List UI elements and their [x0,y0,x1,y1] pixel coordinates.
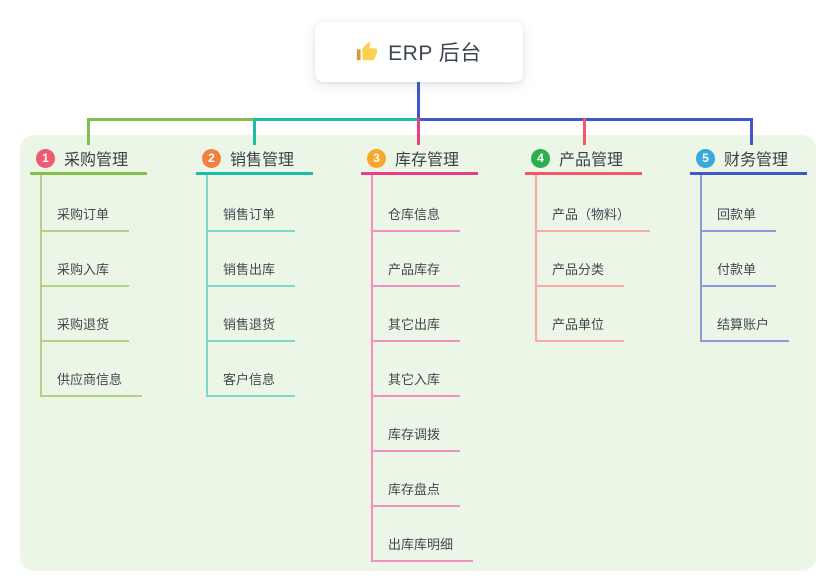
branch-label: 财务管理 [724,152,789,169]
branch-underline [196,172,313,175]
child-node[interactable]: 产品分类 [535,261,625,287]
connector-branch-drop [87,118,90,145]
branch-node-5[interactable]: 5 财务管理 [696,146,788,170]
branch-label: 销售管理 [230,152,295,169]
child-connector-line [700,175,702,342]
branch-badge-icon: 5 [696,148,715,168]
root-title: ERP 后台 [388,42,482,65]
child-node[interactable]: 采购退货 [40,316,130,342]
branch-badge-icon: 1 [36,148,55,168]
child-node[interactable]: 销售退货 [206,316,296,342]
branch-underline [690,172,807,175]
branch-node-3[interactable]: 3 库存管理 [367,146,459,170]
child-node[interactable]: 产品库存 [371,261,461,287]
branch-label: 产品管理 [559,152,624,169]
connector-branch-drop [583,118,586,145]
child-node[interactable]: 出库库明细 [371,536,474,562]
connector-bus-segment [253,118,417,121]
root-node[interactable]: ERP 后台 [315,22,523,82]
connector-root-stem [417,82,420,119]
child-node[interactable]: 采购入库 [40,261,130,287]
child-node[interactable]: 销售订单 [206,206,296,232]
branch-label: 采购管理 [64,152,129,169]
branch-underline [30,172,147,175]
child-node[interactable]: 采购订单 [40,206,130,232]
branch-badge-icon: 3 [367,148,386,168]
child-node[interactable]: 销售出库 [206,261,296,287]
child-node[interactable]: 产品（物料） [535,206,651,232]
connector-bus-segment [87,118,253,121]
branch-badge-icon: 4 [531,148,550,168]
child-node[interactable]: 其它入库 [371,371,461,397]
mindmap-panel [20,135,816,571]
child-connector-line [535,175,537,342]
child-node[interactable]: 库存调拨 [371,426,461,452]
child-node[interactable]: 产品单位 [535,316,625,342]
child-node[interactable]: 付款单 [700,261,777,287]
branch-node-4[interactable]: 4 产品管理 [531,146,623,170]
connector-branch-drop [750,118,753,145]
child-node[interactable]: 结算账户 [700,316,790,342]
connector-branch-drop [253,118,256,145]
child-node[interactable]: 仓库信息 [371,206,461,232]
branch-node-1[interactable]: 1 采购管理 [36,146,128,170]
child-node[interactable]: 客户信息 [206,371,296,397]
child-node[interactable]: 回款单 [700,206,777,232]
thumbs-up-icon [357,41,378,61]
branch-badge-icon: 2 [202,148,221,168]
child-node[interactable]: 其它出库 [371,316,461,342]
connector-bus-segment [420,118,753,121]
branch-label: 库存管理 [395,152,460,169]
child-connector-line [371,175,373,562]
connector-branch-drop [417,118,420,145]
branch-underline [361,172,478,175]
child-node[interactable]: 供应商信息 [40,371,143,397]
branch-underline [525,172,642,175]
branch-node-2[interactable]: 2 销售管理 [202,146,294,170]
child-node[interactable]: 库存盘点 [371,481,461,507]
